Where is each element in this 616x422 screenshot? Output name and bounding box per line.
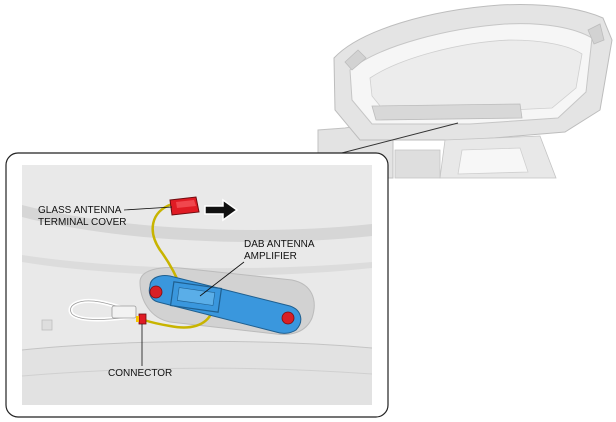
- label-connector: CONNECTOR: [108, 324, 172, 379]
- vehicle-overview-illustration: [317, 4, 613, 179]
- label-line-1: GLASS ANTENNA: [38, 205, 122, 216]
- leader-line: [199, 261, 245, 297]
- connector-wire: [143, 311, 214, 329]
- label-line-1: DAB ANTENNA: [244, 239, 315, 250]
- glass-antenna-terminal-cover: [169, 196, 200, 216]
- label-line-2: TERMINAL COVER: [38, 217, 127, 228]
- svg-text:TERMINAL COVER: TERMINAL COVER: [38, 217, 127, 228]
- connector-label: CONNECTOR: [108, 368, 172, 379]
- svg-text:AMPLIFIER: AMPLIFIER: [244, 251, 297, 262]
- leader-line: [333, 122, 459, 156]
- connector-part: [136, 313, 147, 325]
- amplifier-mount-right: [281, 311, 295, 325]
- svg-text:DAB ANTENNA: DAB ANTENNA: [244, 239, 315, 250]
- harness-clip: [111, 305, 137, 319]
- svg-text:GLASS ANTENNA: GLASS ANTENNA: [38, 205, 122, 216]
- amplifier-mount-left: [149, 285, 163, 299]
- leader-line: [123, 206, 173, 211]
- right-arrow-icon: [204, 198, 239, 222]
- label-dab-antenna-amplifier: DAB ANTENNA AMPLIFIER: [199, 239, 315, 297]
- label-line-2: AMPLIFIER: [244, 251, 297, 262]
- label-glass-antenna-terminal-cover: GLASS ANTENNA TERMINAL COVER: [38, 205, 173, 228]
